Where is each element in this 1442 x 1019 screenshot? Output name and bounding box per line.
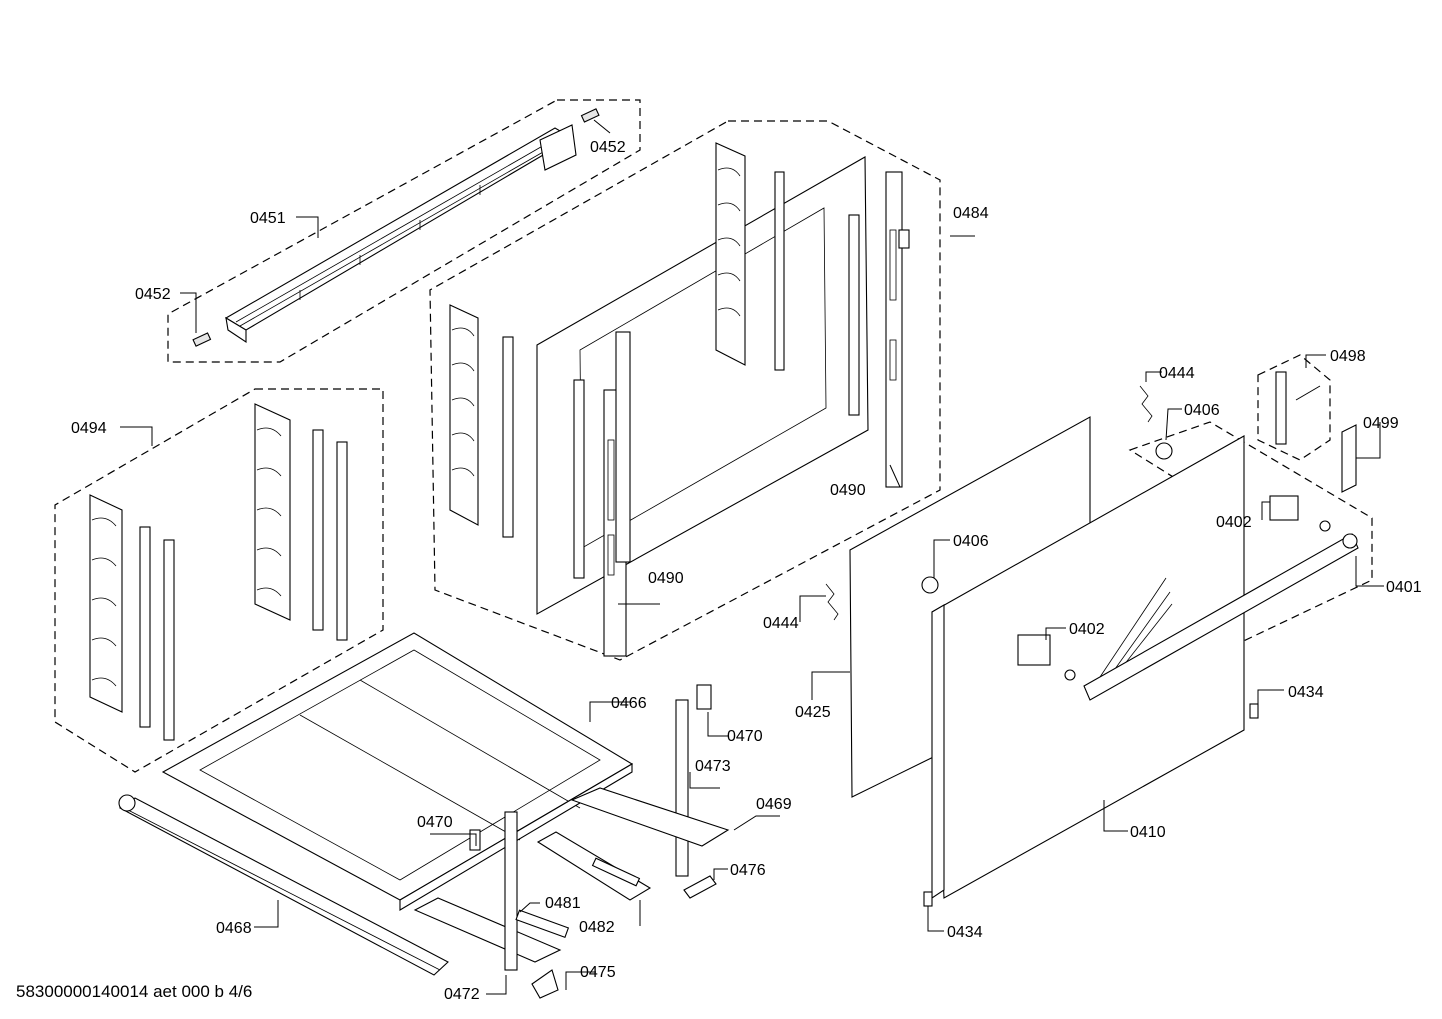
clip-0475 [531, 969, 559, 999]
door-glass-panel [536, 156, 869, 615]
label-0475: 0475 [580, 964, 616, 981]
label-0466: 0466 [611, 695, 647, 712]
glass-support-right [715, 142, 860, 416]
label-0434-bottom: 0434 [947, 924, 983, 941]
seal-strip-0499 [1341, 424, 1357, 493]
door-glass-group [429, 120, 975, 661]
part-labels: 0452 0451 0452 0484 0494 0490 0490 0444 … [71, 139, 1422, 1003]
label-0402-right: 0402 [1216, 514, 1252, 531]
side-rack-group [54, 388, 384, 773]
top-rail-group [167, 99, 641, 363]
spacer-0434-bottom [923, 891, 933, 907]
handle-mount-0402-right [1269, 495, 1299, 521]
label-0482: 0482 [579, 919, 615, 936]
label-0444-left: 0444 [763, 615, 799, 632]
clip-0476 [683, 875, 717, 899]
label-0481: 0481 [545, 895, 581, 912]
door-handle-0401 [1064, 520, 1359, 701]
group-boundary-side-rack [54, 388, 384, 773]
label-0473: 0473 [695, 758, 731, 775]
label-0484: 0484 [953, 205, 989, 222]
telescopic-rail [118, 794, 449, 976]
top-rail-part [224, 124, 577, 344]
hinge-bracket-center [573, 331, 631, 657]
door-glass-0410 [931, 435, 1245, 900]
label-0434-right: 0434 [1288, 684, 1324, 701]
label-0402-center: 0402 [1069, 621, 1105, 638]
label-0406-left: 0406 [953, 533, 989, 550]
label-0410: 0410 [1130, 824, 1166, 841]
group-boundary-hinge-kit [1257, 354, 1331, 461]
side-rack-left [89, 494, 175, 741]
label-0490-right: 0490 [830, 482, 866, 499]
label-0469: 0469 [756, 796, 792, 813]
document-id: 58300000140014 aet 000 b 4/6 [16, 982, 252, 1001]
pin-left [192, 332, 212, 347]
spacer-0434-right [1249, 703, 1259, 719]
bushing-0406-left [921, 576, 939, 594]
slider-0481 [515, 909, 570, 939]
outer-door-group [799, 354, 1384, 932]
label-0425: 0425 [795, 704, 831, 721]
spring-clip-0444-left [825, 583, 839, 621]
handle-mount-0402-center [1017, 634, 1051, 666]
label-0499: 0499 [1363, 415, 1399, 432]
label-0452-left: 0452 [135, 286, 171, 303]
glass-support-left [449, 304, 514, 538]
pin-top [580, 108, 600, 123]
label-0468: 0468 [216, 920, 252, 937]
group-boundary-door-glass [429, 120, 941, 661]
hinge-bracket-right [885, 171, 910, 488]
label-0451: 0451 [250, 210, 286, 227]
label-0444-top: 0444 [1159, 365, 1195, 382]
label-0470-right: 0470 [727, 728, 763, 745]
label-0452-top: 0452 [590, 139, 626, 156]
label-0494: 0494 [71, 420, 107, 437]
rail-bracket-left [413, 811, 562, 971]
spring-clip-0444-top [1139, 385, 1153, 423]
label-0490-center: 0490 [648, 570, 684, 587]
bushing-0406-top [1155, 442, 1173, 460]
label-0470-left: 0470 [417, 814, 453, 831]
rail-slider-center [536, 831, 652, 901]
group-boundary-top-rail [167, 99, 641, 363]
label-0472: 0472 [444, 986, 480, 1003]
label-0406-top: 0406 [1184, 402, 1220, 419]
oven-base-group [118, 632, 780, 999]
hinge-kit-0498 [1275, 371, 1321, 445]
rail-bracket-right [570, 684, 730, 877]
label-0498: 0498 [1330, 348, 1366, 365]
label-0476: 0476 [730, 862, 766, 879]
side-rack-right [254, 403, 348, 641]
label-0401: 0401 [1386, 579, 1422, 596]
